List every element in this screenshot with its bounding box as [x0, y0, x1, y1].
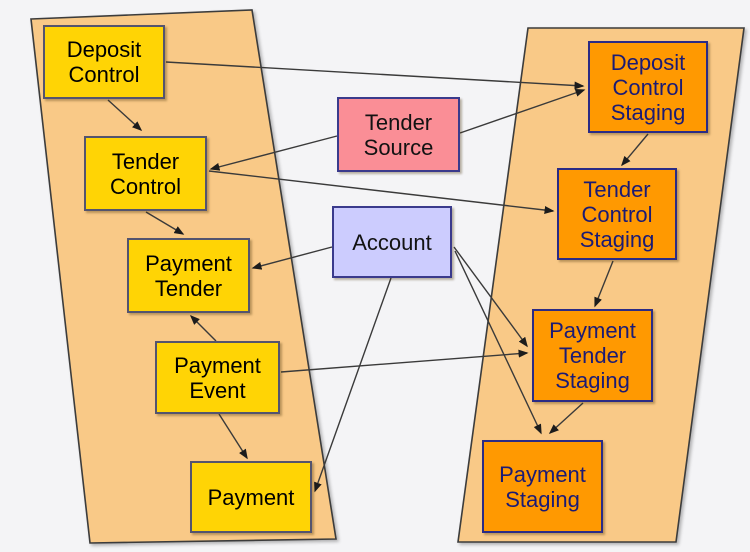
node-deposit-control: Deposit Control: [43, 25, 165, 99]
staging-region-trapezoid: [457, 27, 745, 543]
node-payment-tender: Payment Tender: [127, 238, 250, 313]
node-tender-control-staging: Tender Control Staging: [557, 168, 677, 260]
edge-tender-source-to-tender-control: [209, 135, 338, 171]
edge-tender-control-to-tender-control-staging: [208, 170, 555, 214]
edge-account-to-payment-staging: [454, 250, 542, 435]
edge-account-to-payment-tender-staging: [453, 246, 528, 348]
edge-tender-control-to-payment-tender: [145, 211, 185, 235]
edge-account-to-payment: [314, 277, 392, 493]
edge-deposit-control-staging-to-tender-control-staging: [621, 133, 649, 167]
edge-payment-tender-staging-to-payment-staging: [548, 402, 584, 435]
edge-payment-event-to-payment: [218, 413, 248, 460]
edge-deposit-control-to-tender-control: [107, 99, 143, 132]
node-tender-source: Tender Source: [337, 97, 460, 172]
node-tender-control: Tender Control: [84, 136, 207, 211]
node-payment-staging: Payment Staging: [482, 440, 603, 533]
edge-payment-event-to-payment-tender-staging: [280, 349, 529, 373]
node-payment: Payment: [190, 461, 312, 533]
node-payment-event: Payment Event: [155, 341, 280, 414]
edge-tender-source-to-deposit-control-staging: [459, 89, 586, 134]
node-payment-tender-staging: Payment Tender Staging: [532, 309, 653, 402]
edge-payment-event-to-payment-tender: [189, 314, 217, 342]
edge-account-to-payment-tender: [251, 246, 333, 270]
edge-tender-control-staging-to-payment-tender-staging: [594, 260, 614, 308]
node-account: Account: [332, 206, 452, 278]
node-deposit-control-staging: Deposit Control Staging: [588, 41, 708, 133]
edge-deposit-control-to-deposit-control-staging: [165, 61, 585, 90]
